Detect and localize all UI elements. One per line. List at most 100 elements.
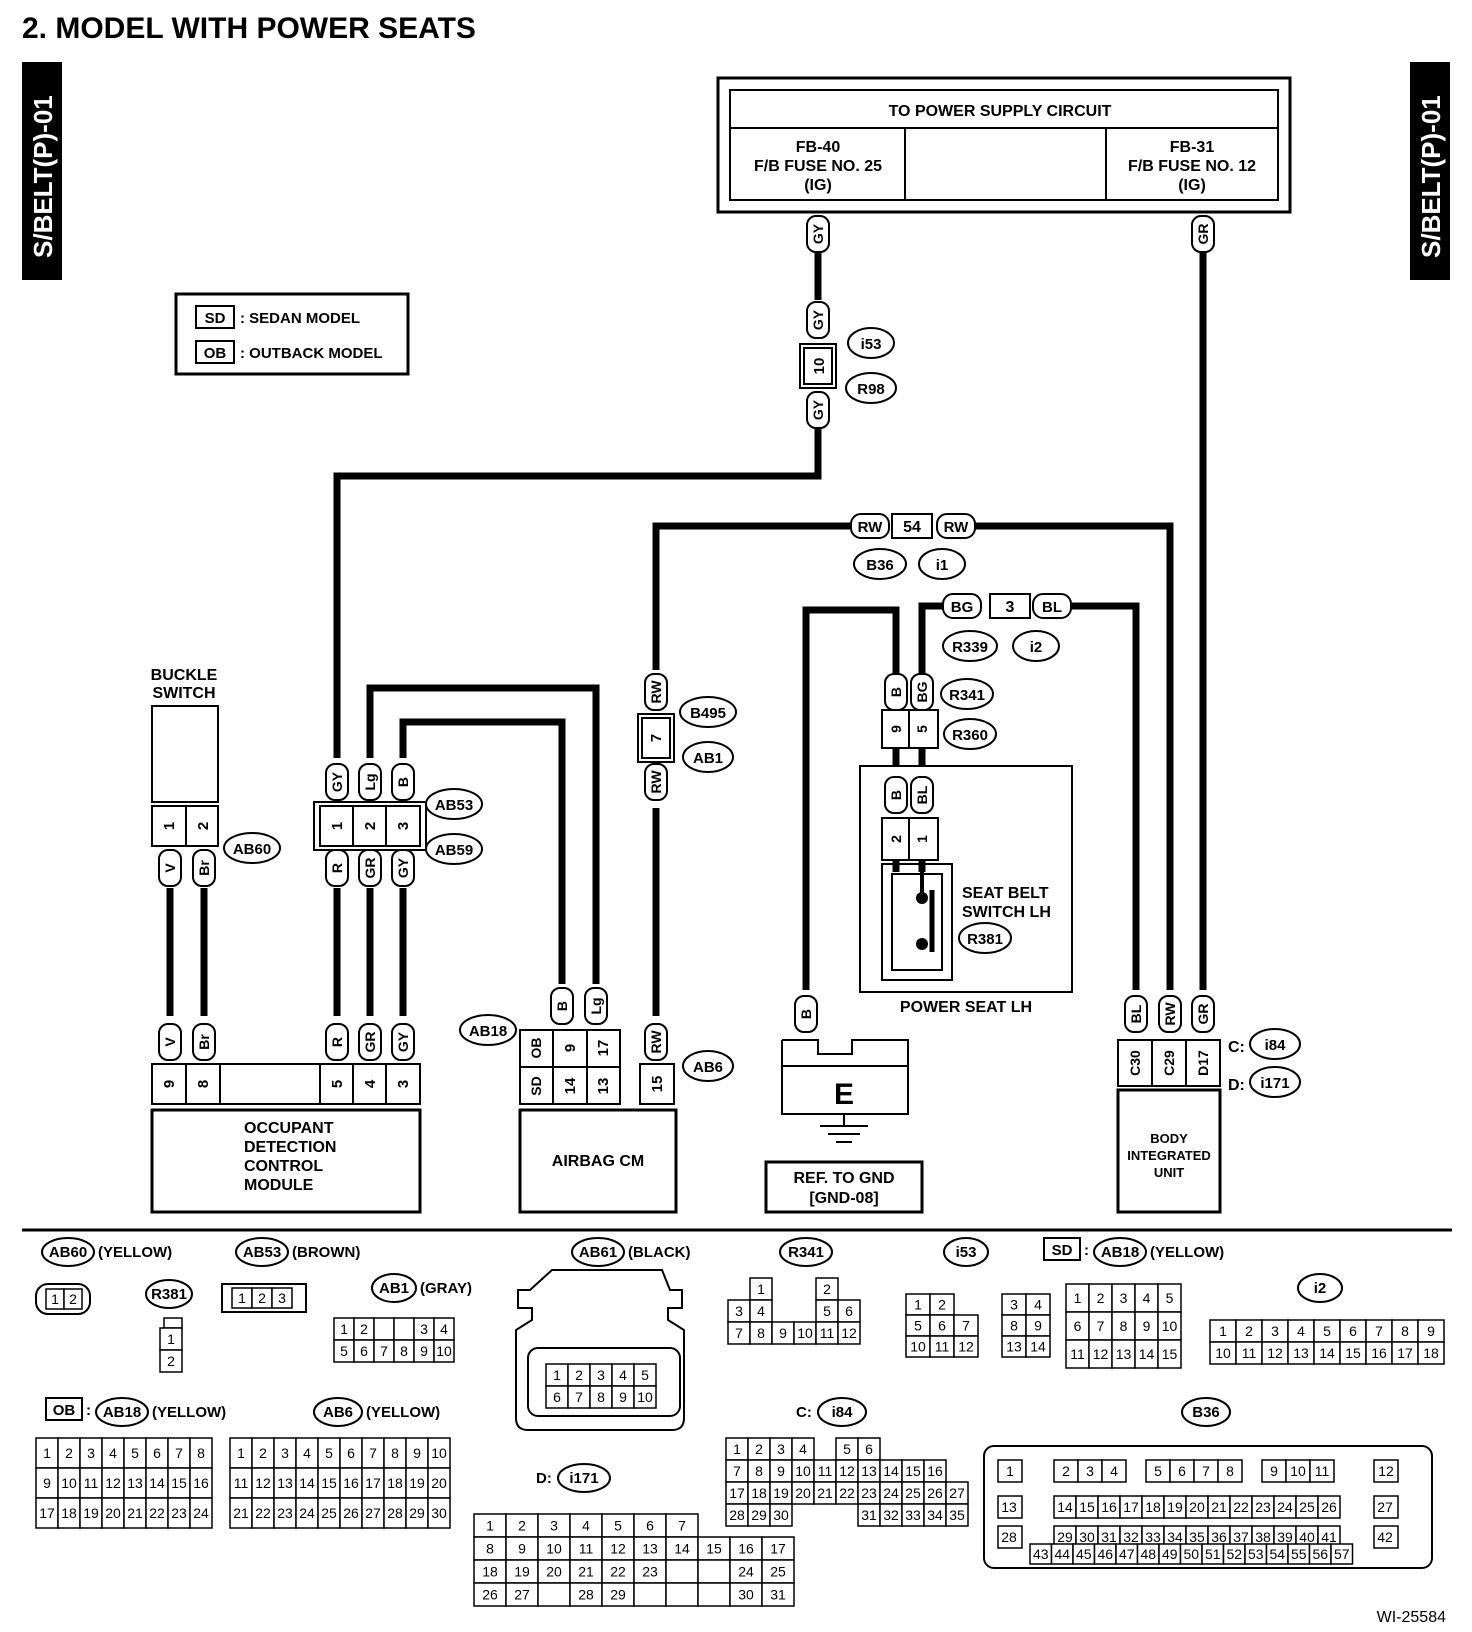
body-unit-box	[1116, 1088, 1222, 1214]
b36-pin: 6	[1178, 1463, 1186, 1479]
airbag-ob-label: OB	[528, 1038, 544, 1059]
page-title: 2. MODEL WITH POWER SEATS	[22, 12, 476, 45]
i84-pin: 33	[905, 1507, 921, 1523]
ob_ab18-pin: 14	[149, 1475, 165, 1491]
b36-pin: 8	[1226, 1463, 1234, 1479]
conn-i53-oval	[847, 327, 895, 359]
r381-name: R381	[151, 1286, 187, 1303]
conn-b495: B495	[690, 705, 726, 722]
i84-pin: 28	[729, 1507, 745, 1523]
airbag-cm-label: AIRBAG CM	[552, 1153, 644, 1170]
i53-pin: 13	[1006, 1339, 1022, 1355]
ab61-pin: 8	[597, 1389, 605, 1405]
i2-pin: 15	[1345, 1345, 1361, 1361]
power-seat-box	[859, 765, 1073, 993]
wire-switch-bl: BL	[914, 785, 930, 804]
b36-pin: 10	[1290, 1463, 1306, 1479]
wire-gy-top-box	[806, 215, 830, 253]
ab53-pin: 3	[278, 1290, 286, 1306]
i84-pin: 15	[905, 1463, 921, 1479]
ob_ab18-pin: 16	[193, 1475, 209, 1491]
i84-pin: 29	[751, 1507, 767, 1523]
wire-occ-gr: GR	[362, 1032, 378, 1053]
b36-pin: 39	[1277, 1529, 1293, 1545]
i2-pin: 14	[1319, 1345, 1335, 1361]
conn-r360-oval	[943, 718, 997, 750]
body-pin-d17: D17	[1195, 1050, 1211, 1076]
sd_ab18-color: (YELLOW)	[1150, 1244, 1224, 1261]
wire-occ-v-box	[158, 1023, 182, 1061]
b36-pin: 3	[1086, 1463, 1094, 1479]
wire-b495-rw-bottom-box	[644, 763, 668, 801]
ob_ab18-pin: 17	[39, 1505, 55, 1521]
airbag-sd-label: SD	[528, 1076, 544, 1095]
occ-label-2: DETECTION	[244, 1139, 336, 1156]
i84-pin: 13	[861, 1463, 877, 1479]
sd_ab18-pin: 9	[1143, 1318, 1151, 1334]
i2-pin: 9	[1427, 1323, 1435, 1339]
ob_ab18-pin: 11	[84, 1475, 99, 1491]
i84-pin: 8	[755, 1463, 763, 1479]
ab53-pin-2: 2	[362, 822, 379, 830]
wire-airbag-rw-box	[644, 1023, 668, 1061]
i84-pin: 20	[795, 1485, 811, 1501]
sd_ab18-pin: 14	[1139, 1346, 1155, 1362]
wire-occ-v: V	[162, 1037, 178, 1047]
ab53-pin-1: 1	[329, 822, 346, 830]
i84-pin: 5	[843, 1441, 851, 1457]
i84-pin: 21	[817, 1485, 833, 1501]
wire-b495-rw-top-box	[644, 673, 668, 711]
conn-ab1-oval	[682, 741, 734, 773]
r341-pin: 1	[757, 1281, 765, 1297]
ab6-color: (YELLOW)	[366, 1404, 440, 1421]
i2-pin: 8	[1401, 1323, 1409, 1339]
body-unit-connector	[1117, 1039, 1221, 1087]
r341-name: R341	[788, 1244, 824, 1261]
ob_ab18-pin: 22	[149, 1505, 165, 1521]
b36-pin: 19	[1167, 1499, 1183, 1515]
b36-pin: 41	[1321, 1529, 1337, 1545]
wire-ab53-gy-box	[325, 763, 349, 801]
i84-pin: 32	[883, 1507, 899, 1523]
i84-pin: 27	[949, 1485, 965, 1501]
i84-pin: 16	[927, 1463, 943, 1479]
ab6-pin: 6	[347, 1445, 355, 1461]
wire-ab53-b-box	[391, 763, 415, 801]
occ-pin-3: 3	[395, 1080, 412, 1088]
i2-pin: 17	[1397, 1345, 1413, 1361]
wire-ab59-gy: GY	[395, 857, 411, 878]
ob_ab18-pin: 1	[43, 1445, 51, 1461]
conn-i84: i84	[1265, 1037, 1287, 1054]
wire-gy-mid-lower-box	[806, 391, 830, 429]
i2-pin: 6	[1349, 1323, 1357, 1339]
ab1-pin: 7	[380, 1343, 388, 1359]
i53-pin: 9	[1034, 1318, 1042, 1334]
i53-pin: 8	[1010, 1318, 1018, 1334]
body-unit-label-3: UNIT	[1154, 1165, 1184, 1180]
conn-b36: B36	[866, 557, 894, 574]
wire-buckle-br: Br	[196, 860, 212, 876]
i171-pin: 28	[578, 1587, 594, 1603]
wire-gy-mid-upper-box	[806, 301, 830, 339]
b36-pin: 54	[1269, 1546, 1285, 1562]
bg-joint-pin: 3	[1006, 599, 1015, 616]
r341-pin: 8	[757, 1325, 765, 1341]
ab6-pin: 23	[277, 1505, 293, 1521]
ab53-connector	[319, 805, 421, 847]
b36-pin: 52	[1226, 1546, 1242, 1562]
ab1-pin: 10	[436, 1343, 452, 1359]
wire-body-gr-box	[1191, 995, 1215, 1033]
i2-pin: 18	[1423, 1345, 1439, 1361]
legend-ob-code: OB	[204, 345, 227, 362]
i2-pin: 12	[1267, 1345, 1283, 1361]
b36-pin: 9	[1270, 1463, 1278, 1479]
r341-pin: 3	[735, 1303, 743, 1319]
right-side-tab	[1410, 62, 1450, 280]
ob_ab18-prefix: OB	[53, 1402, 76, 1419]
i84-pin: 30	[773, 1507, 789, 1523]
